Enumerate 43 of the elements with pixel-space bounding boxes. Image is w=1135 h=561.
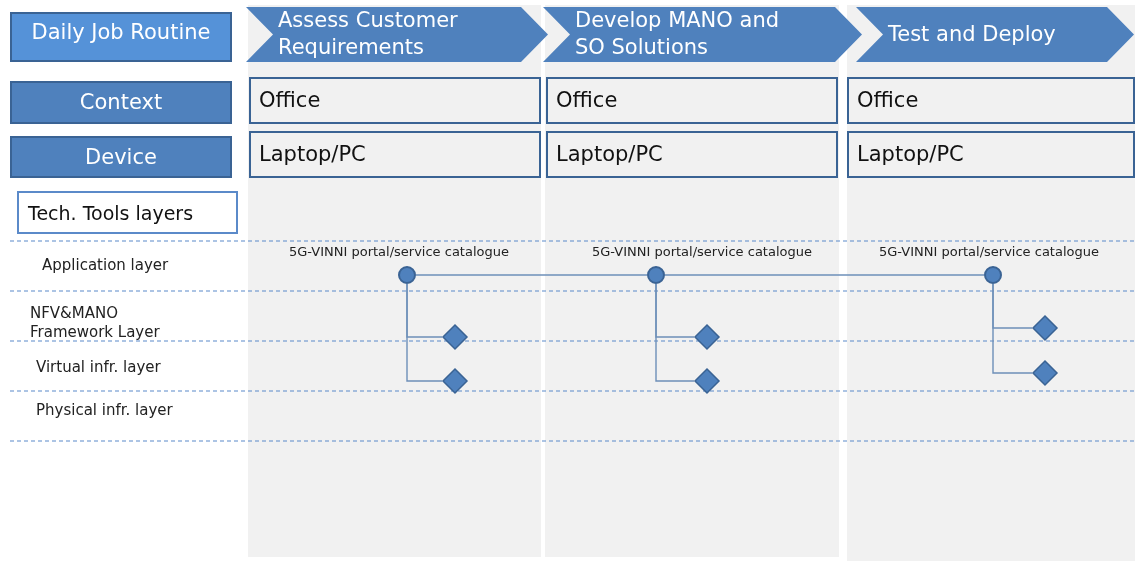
- step-title: Assess Customer Requirements: [278, 7, 459, 61]
- table-cell: [847, 131, 1135, 178]
- header-box: [10, 12, 232, 62]
- step-title: Test and Deploy: [888, 21, 1057, 48]
- node-label: Tech. Tools layers: [28, 202, 194, 224]
- node-label: Daily Job Routine: [30, 20, 212, 44]
- node-label: Laptop/PC: [556, 142, 663, 166]
- row-header: [10, 81, 232, 124]
- connector-line: [406, 283, 443, 382]
- row-header: [10, 136, 232, 178]
- diamond-node: [442, 368, 468, 394]
- diamond-node: [694, 368, 720, 394]
- layer-label: Virtual infr. layer: [36, 358, 162, 377]
- connector-line: [415, 274, 648, 276]
- chevron-step: [246, 7, 548, 62]
- chevron-step: [543, 7, 862, 62]
- node-caption: 5G-VINNI portal/service catalogue: [878, 244, 1100, 259]
- table-cell: [546, 131, 838, 178]
- connector-line: [655, 283, 695, 382]
- section-box: [17, 191, 238, 234]
- node-label: Context: [78, 90, 164, 114]
- connector-line: [992, 283, 1033, 374]
- node-label: Office: [259, 88, 321, 112]
- node-caption: 5G-VINNI portal/service catalogue: [591, 244, 813, 259]
- diamond-node: [442, 324, 468, 350]
- diamond-node: [1032, 360, 1058, 386]
- layer-label: Physical infr. layer: [36, 401, 174, 420]
- table-cell: [546, 77, 838, 124]
- step-title: Develop MANO and SO Solutions: [575, 7, 781, 61]
- node-label: Office: [556, 88, 618, 112]
- layer-label: Application layer: [42, 256, 170, 275]
- layer-label: NFV&MANO Framework Layer: [30, 304, 161, 342]
- node-label: Office: [857, 88, 919, 112]
- connector-line: [664, 274, 985, 276]
- node-label: Device: [84, 145, 158, 169]
- diamond-node: [694, 324, 720, 350]
- node-label: Laptop/PC: [259, 142, 366, 166]
- diamond-node: [1032, 315, 1058, 341]
- table-cell: [847, 77, 1135, 124]
- node-caption: 5G-VINNI portal/service catalogue: [288, 244, 510, 259]
- table-cell: [249, 131, 541, 178]
- node-label: Laptop/PC: [857, 142, 964, 166]
- table-cell: [249, 77, 541, 124]
